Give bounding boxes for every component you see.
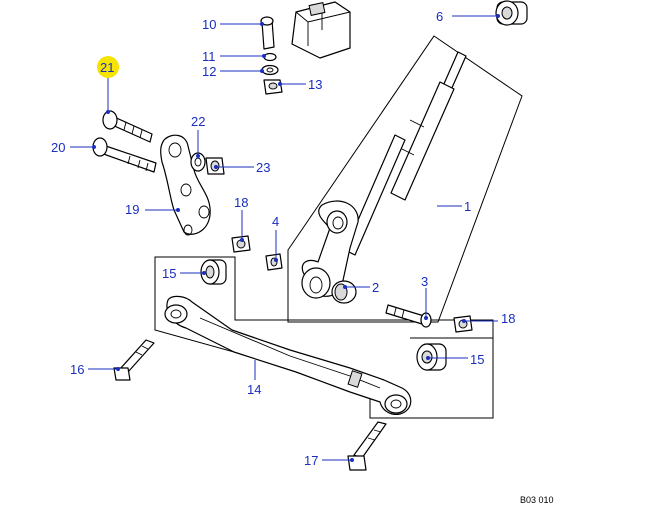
svg-text:13: 13	[308, 77, 322, 92]
callout-20[interactable]: 20	[51, 140, 96, 155]
svg-text:10: 10	[202, 17, 216, 32]
svg-text:12: 12	[202, 64, 216, 79]
mounting-bracket	[291, 1, 351, 59]
callout-14[interactable]: 14	[247, 360, 261, 397]
svg-text:21: 21	[100, 60, 114, 75]
torque-rod-part-1	[301, 51, 467, 299]
svg-text:17: 17	[304, 453, 318, 468]
svg-text:15: 15	[470, 352, 484, 367]
svg-text:2: 2	[372, 280, 379, 295]
svg-text:18: 18	[234, 195, 248, 210]
callout-4[interactable]: 4	[272, 214, 279, 262]
callout-15-right[interactable]: 15	[426, 352, 484, 367]
svg-text:15: 15	[162, 266, 176, 281]
callout-18-upper[interactable]: 18	[234, 195, 248, 242]
bushing-part-15-right	[416, 343, 447, 371]
nut-part-18-upper	[231, 235, 251, 253]
bolt-part-10	[260, 16, 275, 50]
callout-21-highlight	[97, 56, 119, 78]
bushing-part-6	[495, 0, 528, 26]
nut-part-18-right	[453, 315, 473, 333]
svg-text:16: 16	[70, 362, 84, 377]
svg-text:20: 20	[51, 140, 65, 155]
callout-21[interactable]: 21	[97, 56, 119, 114]
callout-11[interactable]: 11	[202, 49, 266, 64]
svg-text:6: 6	[436, 9, 443, 24]
assembly-frame-14	[154, 256, 494, 419]
callout-1[interactable]: 1	[437, 199, 471, 214]
callout-19[interactable]: 19	[125, 202, 180, 217]
callout-15-upper[interactable]: 15	[162, 266, 206, 281]
callout-6[interactable]: 6	[436, 9, 500, 24]
bushing-part-2	[331, 280, 357, 304]
bushing-part-15-upper	[200, 259, 227, 285]
svg-text:1: 1	[464, 199, 471, 214]
nut-part-4	[265, 253, 283, 271]
bolt-part-17	[347, 421, 387, 471]
svg-text:11: 11	[202, 49, 216, 64]
washer-part-12	[261, 64, 279, 76]
assembly-frame-1	[287, 35, 523, 323]
svg-text:3: 3	[421, 274, 428, 289]
callout-2[interactable]: 2	[343, 280, 379, 295]
diagram-reference-code: B03 010	[520, 495, 554, 505]
washer-part-22	[190, 152, 206, 172]
svg-text:23: 23	[256, 160, 270, 175]
callout-12[interactable]: 12	[202, 64, 264, 79]
washer-part-11	[263, 52, 277, 62]
callout-13[interactable]: 13	[278, 77, 322, 92]
callout-17[interactable]: 17	[304, 453, 354, 468]
lower-link-part-14	[164, 295, 412, 415]
callout-23[interactable]: 23	[214, 160, 270, 175]
callout-16[interactable]: 16	[70, 362, 120, 377]
bolt-part-21	[102, 110, 153, 143]
bolt-part-20	[92, 137, 157, 173]
callout-3[interactable]: 3	[421, 274, 428, 320]
bolt-part-3	[385, 304, 432, 328]
svg-text:4: 4	[272, 214, 279, 229]
callout-10[interactable]: 10	[202, 17, 264, 32]
callout-22[interactable]: 22	[191, 114, 205, 158]
bracket-part-19	[160, 134, 211, 236]
svg-text:14: 14	[247, 382, 261, 397]
svg-text:19: 19	[125, 202, 139, 217]
svg-text:18: 18	[501, 311, 515, 326]
svg-text:22: 22	[191, 114, 205, 129]
bolt-part-16	[113, 339, 155, 381]
nut-part-13	[263, 79, 283, 95]
callout-18-right[interactable]: 18	[462, 311, 515, 326]
